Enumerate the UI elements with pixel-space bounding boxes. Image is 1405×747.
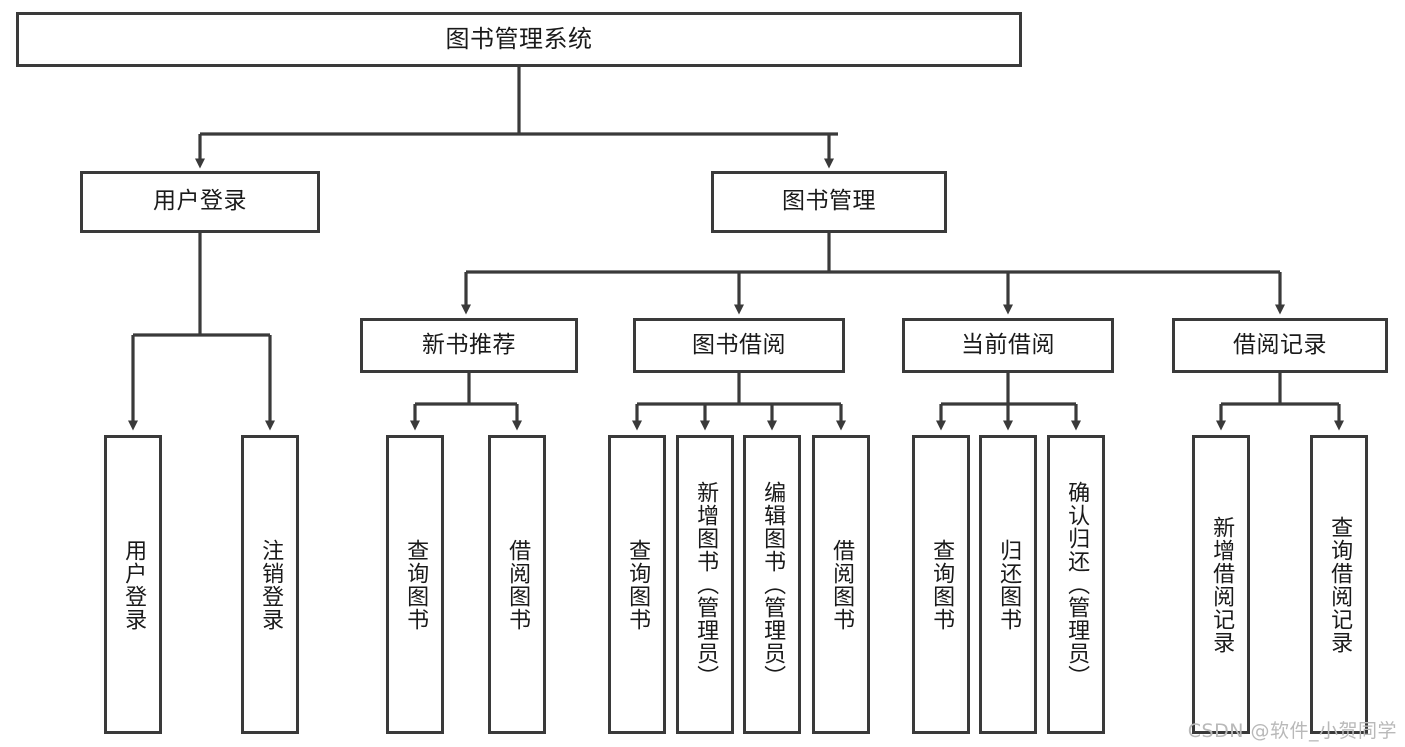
node-label: 归还图书 — [996, 538, 1022, 631]
node-label: 用户登录 — [153, 188, 247, 215]
leaf-borrow-book[interactable]: 借阅图书 — [812, 435, 870, 734]
node-label: 查询图书 — [403, 538, 429, 631]
node-label: 图书管理系统 — [445, 25, 593, 54]
node-label: 借阅记录 — [1233, 331, 1327, 358]
leaf-query-book-current[interactable]: 查询图书 — [912, 435, 970, 734]
node-current-borrow[interactable]: 当前借阅 — [902, 318, 1114, 373]
node-root-system[interactable]: 图书管理系统 — [16, 12, 1022, 67]
node-book-management[interactable]: 图书管理 — [711, 171, 947, 233]
leaf-borrow-book-new[interactable]: 借阅图书 — [488, 435, 546, 734]
node-label: 图书管理 — [782, 188, 876, 215]
node-label: 注销登录 — [258, 538, 284, 631]
node-label: 查询借阅记录 — [1327, 515, 1353, 654]
node-label: 确认归还（管理员） — [1064, 481, 1090, 688]
node-label: 新增图书（管理员） — [693, 481, 719, 688]
leaf-add-book-admin[interactable]: 新增图书（管理员） — [676, 435, 734, 734]
node-label: 当前借阅 — [961, 331, 1055, 358]
leaf-query-book-new[interactable]: 查询图书 — [386, 435, 444, 734]
node-new-book-recommend[interactable]: 新书推荐 — [360, 318, 578, 373]
leaf-query-borrow-record[interactable]: 查询借阅记录 — [1310, 435, 1368, 734]
node-label: 编辑图书（管理员） — [760, 481, 786, 688]
leaf-edit-book-admin[interactable]: 编辑图书（管理员） — [743, 435, 801, 734]
node-label: 图书借阅 — [692, 331, 786, 358]
node-label: 借阅图书 — [829, 538, 855, 631]
leaf-add-borrow-record[interactable]: 新增借阅记录 — [1192, 435, 1250, 734]
node-label: 新书推荐 — [422, 331, 516, 358]
leaf-query-book[interactable]: 查询图书 — [608, 435, 666, 734]
node-borrow-record[interactable]: 借阅记录 — [1172, 318, 1388, 373]
leaf-return-book[interactable]: 归还图书 — [979, 435, 1037, 734]
node-user-login[interactable]: 用户登录 — [80, 171, 320, 233]
node-label: 用户登录 — [121, 538, 147, 631]
node-label: 借阅图书 — [505, 538, 531, 631]
node-label: 新增借阅记录 — [1209, 515, 1235, 654]
node-label: 查询图书 — [625, 538, 651, 631]
node-label: 查询图书 — [929, 538, 955, 631]
leaf-confirm-return-admin[interactable]: 确认归还（管理员） — [1047, 435, 1105, 734]
leaf-user-login[interactable]: 用户登录 — [104, 435, 162, 734]
watermark: CSDN @软件_小贺同学 — [1187, 720, 1397, 742]
leaf-logout[interactable]: 注销登录 — [241, 435, 299, 734]
node-book-borrow[interactable]: 图书借阅 — [633, 318, 845, 373]
